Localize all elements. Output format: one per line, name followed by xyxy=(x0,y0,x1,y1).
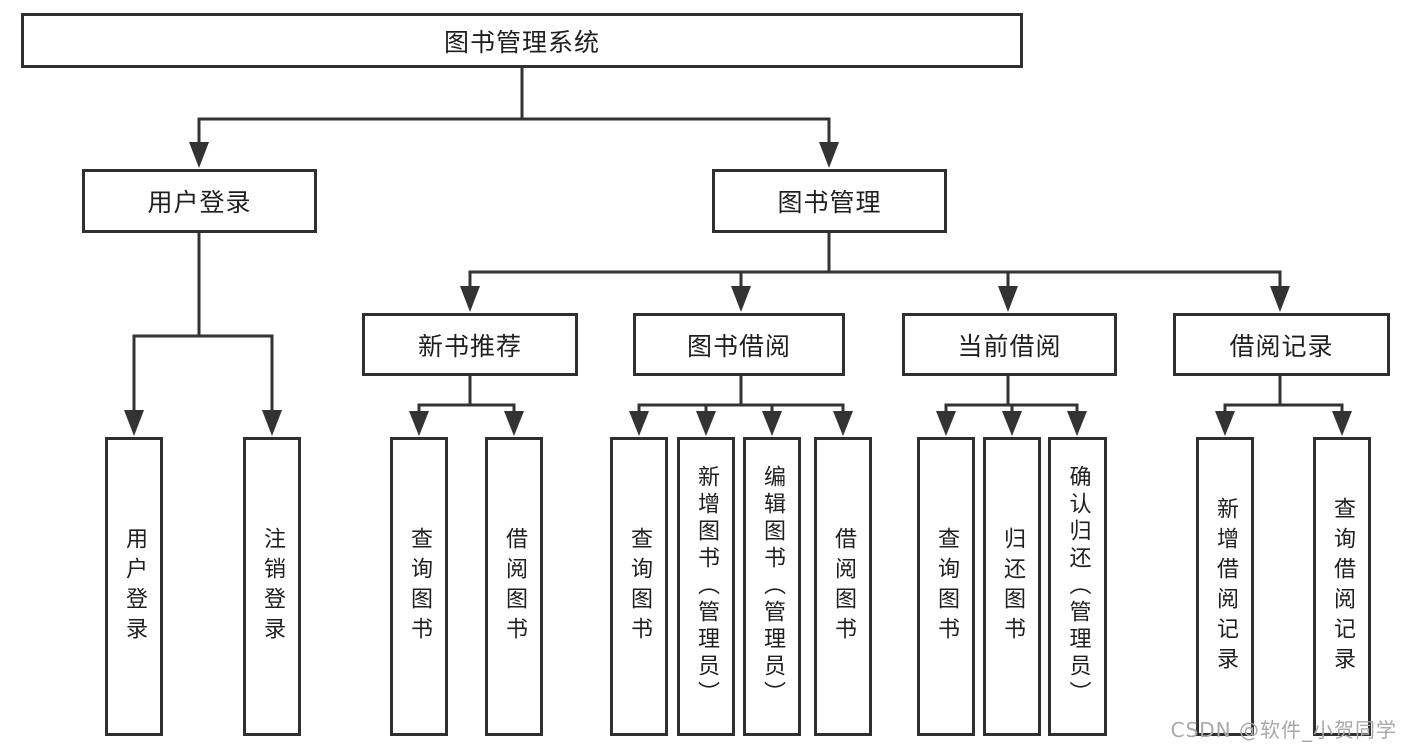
leaf-confirm-return-admin: 确认归还（管理员） xyxy=(1048,437,1107,736)
node-label: 编辑图书（管理员） xyxy=(760,465,785,708)
node-label: 新书推荐 xyxy=(417,331,522,361)
leaf-return-books: 归还图书 xyxy=(983,437,1041,736)
node-user-login: 用户登录 xyxy=(82,169,317,233)
node-label: 注销登录 xyxy=(260,526,285,647)
node-label: 确认归还（管理员） xyxy=(1065,465,1091,708)
node-borrow-records: 借阅记录 xyxy=(1173,313,1390,376)
node-label: 图书管理系统 xyxy=(443,27,600,57)
csdn-watermark: CSDN @软件_小贺同学 xyxy=(1170,718,1397,742)
leaf-add-borrow-record: 新增借阅记录 xyxy=(1196,437,1254,736)
node-label: 借阅图书 xyxy=(502,526,527,647)
leaf-edit-books-admin: 编辑图书（管理员） xyxy=(743,437,801,736)
leaf-borrow-books-recommend: 借阅图书 xyxy=(485,437,543,736)
node-label: 借阅记录 xyxy=(1229,331,1334,361)
leaf-user-login: 用户登录 xyxy=(105,437,163,736)
node-label: 当前借阅 xyxy=(957,331,1062,361)
node-label: 查询图书 xyxy=(407,526,432,647)
node-label: 用户登录 xyxy=(122,526,147,647)
leaf-query-books-current: 查询图书 xyxy=(917,437,975,736)
node-book-management: 图书管理 xyxy=(712,169,947,233)
node-label: 新增图书（管理员） xyxy=(694,465,719,708)
leaf-query-books-borrow: 查询图书 xyxy=(610,437,668,736)
leaf-add-books-admin: 新增图书（管理员） xyxy=(677,437,735,736)
node-label: 查询图书 xyxy=(627,526,652,647)
node-label: 查询借阅记录 xyxy=(1330,496,1355,677)
node-label: 借阅图书 xyxy=(831,526,856,647)
node-label: 归还图书 xyxy=(1000,526,1025,647)
node-label: 用户登录 xyxy=(147,188,252,217)
node-label: 新增借阅记录 xyxy=(1213,496,1238,677)
node-new-book-recommend: 新书推荐 xyxy=(362,313,578,376)
leaf-query-books-recommend: 查询图书 xyxy=(390,437,448,736)
arrowheads xyxy=(124,142,1352,436)
node-label: 查询图书 xyxy=(934,526,959,647)
node-label: 图书借阅 xyxy=(686,331,791,361)
leaf-logout: 注销登录 xyxy=(243,437,301,736)
node-label: 图书管理 xyxy=(777,188,882,217)
node-book-borrow: 图书借阅 xyxy=(633,313,845,376)
leaf-borrow-books: 借阅图书 xyxy=(814,437,872,736)
node-current-borrow: 当前借阅 xyxy=(902,313,1117,376)
node-library-management-system: 图书管理系统 xyxy=(21,13,1023,68)
leaf-query-borrow-record: 查询借阅记录 xyxy=(1313,437,1371,736)
